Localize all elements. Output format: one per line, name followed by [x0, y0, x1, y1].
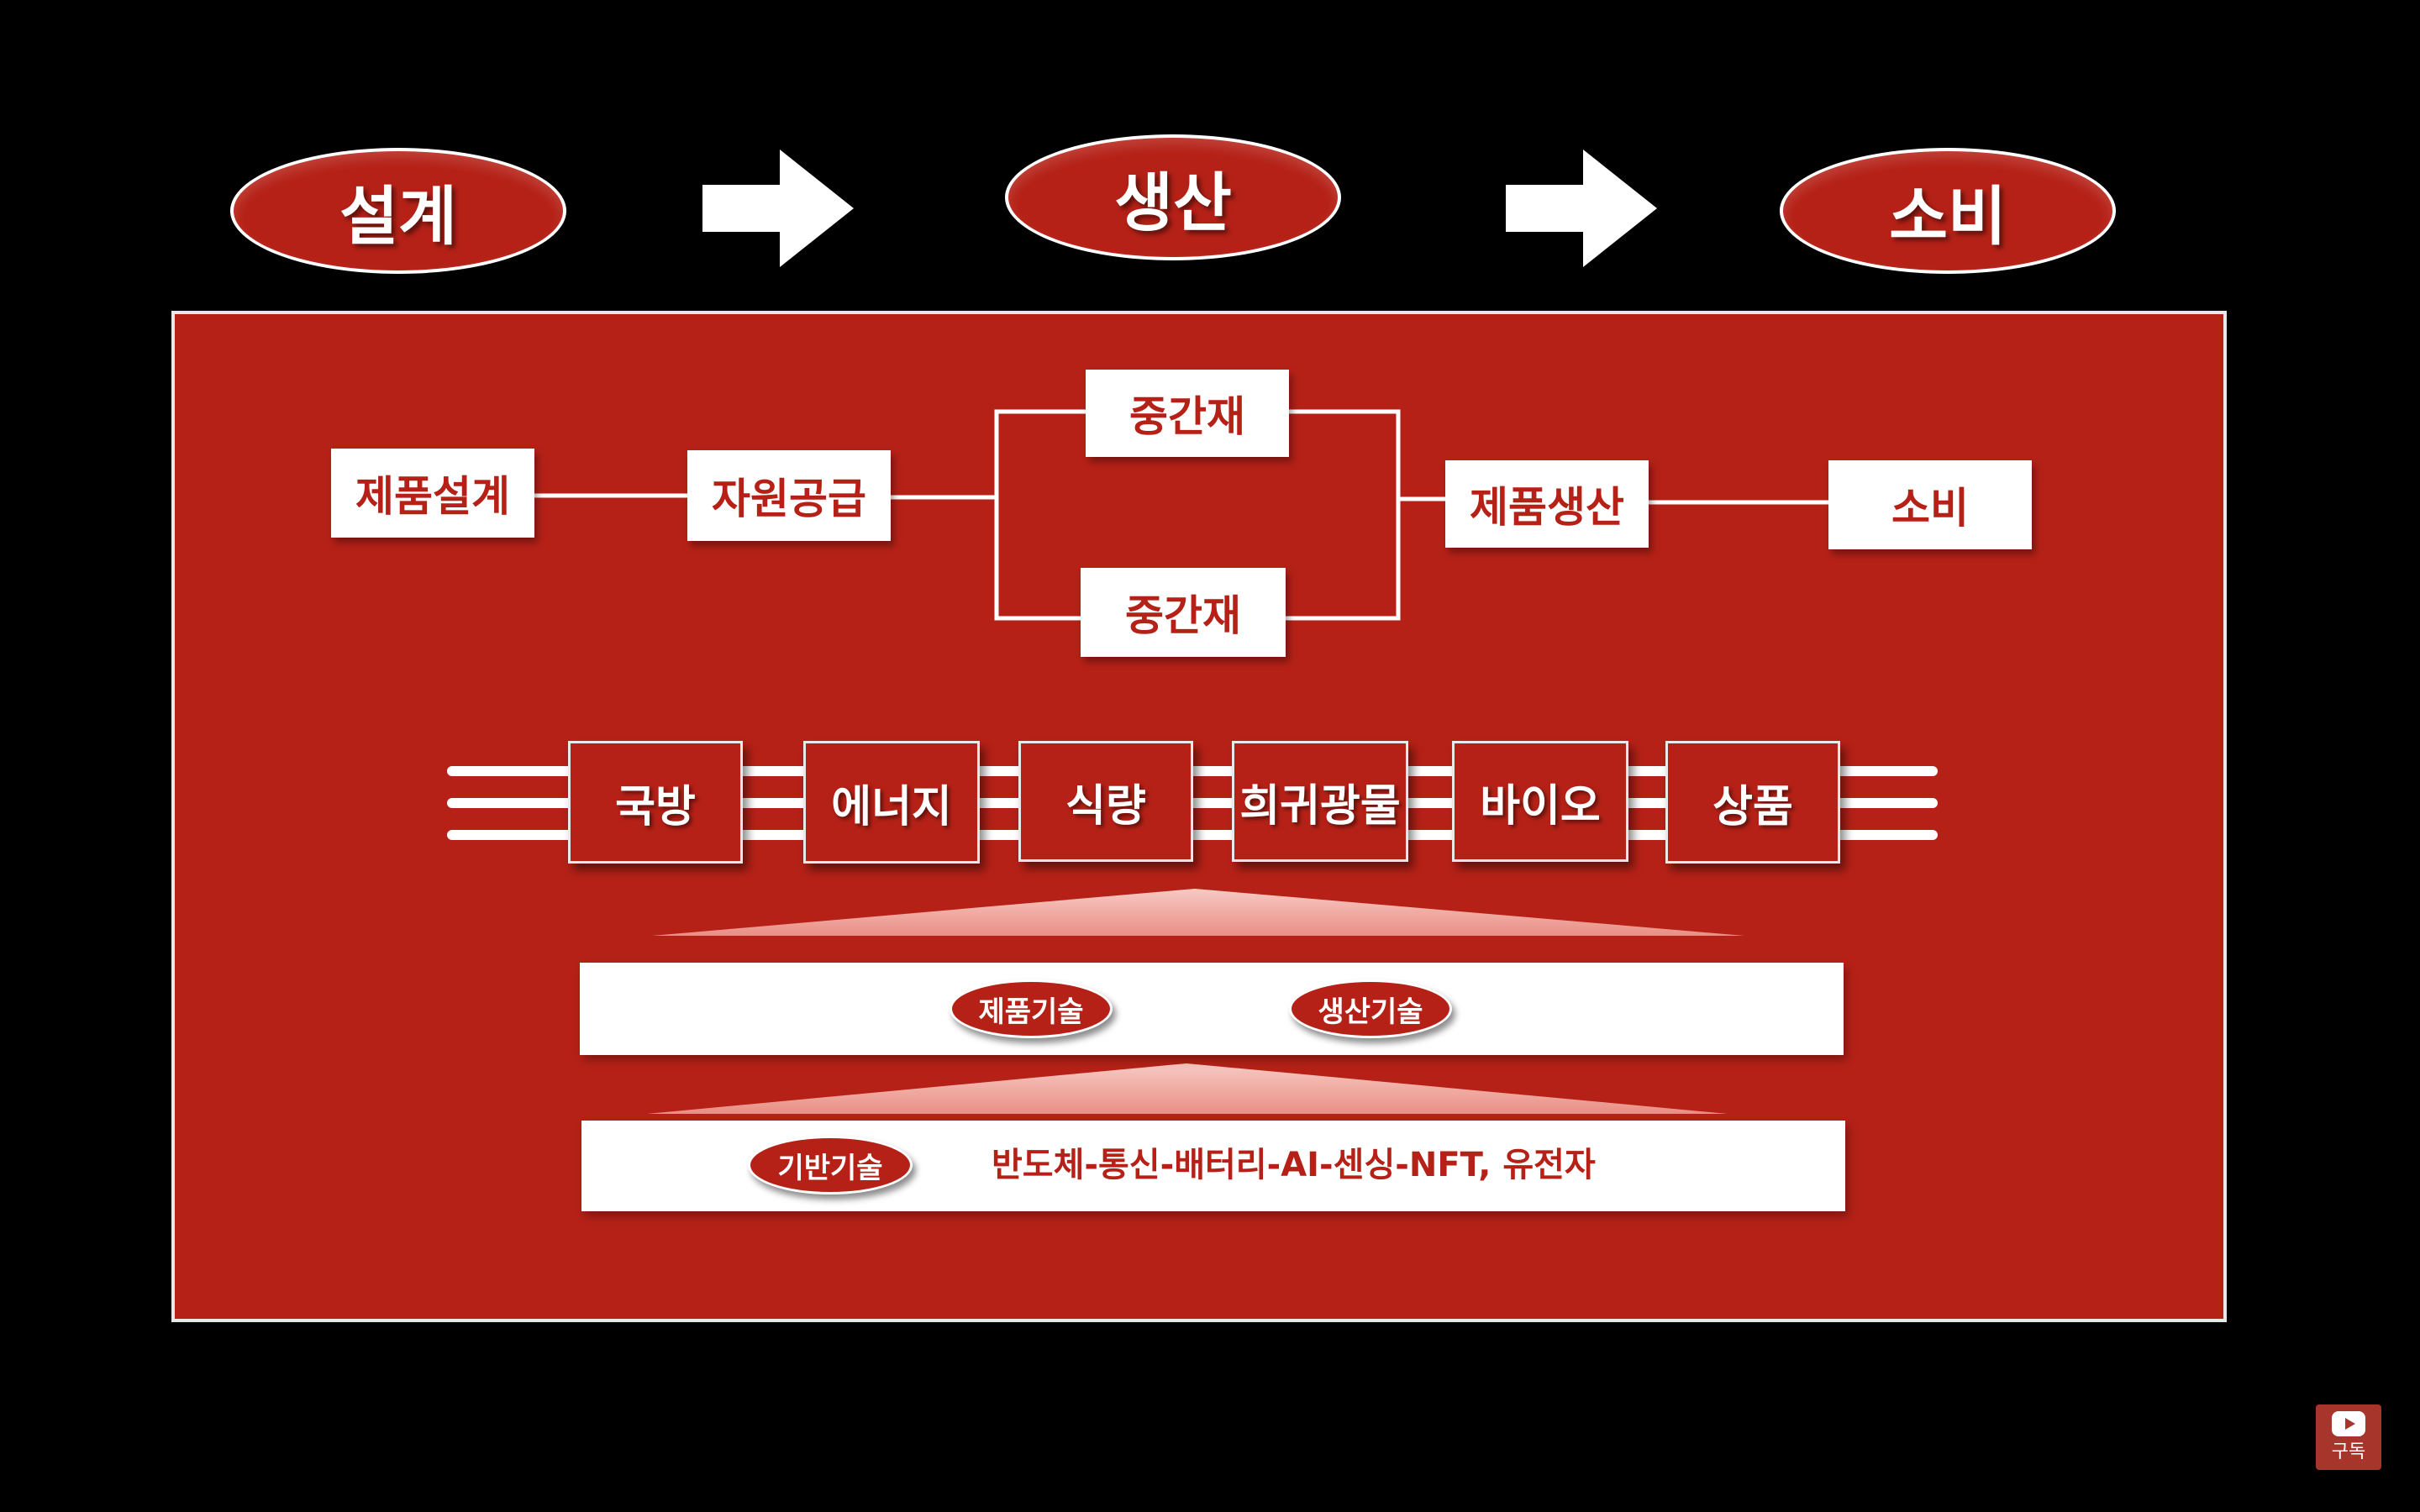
- resource-supply-box: 자원공급: [687, 450, 891, 541]
- stage-production: 생산: [1005, 134, 1341, 260]
- consumption-box: 소비: [1828, 460, 2032, 549]
- stage-consumption: 소비: [1780, 148, 2116, 274]
- product-tech-badge: 제품기술: [950, 979, 1113, 1038]
- sector-goods: 상품: [1665, 741, 1840, 864]
- production-tech-badge: 생산기술: [1289, 979, 1452, 1038]
- subscribe-label: 구독: [2331, 1441, 2366, 1462]
- sector-defense: 국방: [568, 741, 743, 864]
- sector-rare-minerals: 희귀광물: [1232, 741, 1408, 862]
- base-tech-list: 반도체-통신-배터리-AI-센싱-NFT, 유전자: [992, 1146, 1596, 1184]
- product-production-box: 제품생산: [1445, 460, 1649, 548]
- subscribe-button[interactable]: 구독: [2316, 1404, 2381, 1470]
- arrow-right-icon: [1506, 150, 1657, 267]
- intermediate-goods-top-box: 중간재: [1086, 370, 1289, 457]
- arrow-right-icon: [702, 150, 854, 267]
- stage-design: 설계: [230, 148, 566, 274]
- product-production-tech-bar: [580, 963, 1844, 1055]
- play-icon: [2332, 1411, 2365, 1436]
- product-design-box: 제품설계: [331, 449, 534, 538]
- sector-bio: 바이오: [1452, 741, 1628, 862]
- intermediate-goods-bottom-box: 중간재: [1081, 568, 1286, 657]
- sector-energy: 에너지: [803, 741, 980, 864]
- base-tech-badge: 기반기술: [748, 1136, 913, 1194]
- sector-food: 식량: [1018, 741, 1193, 862]
